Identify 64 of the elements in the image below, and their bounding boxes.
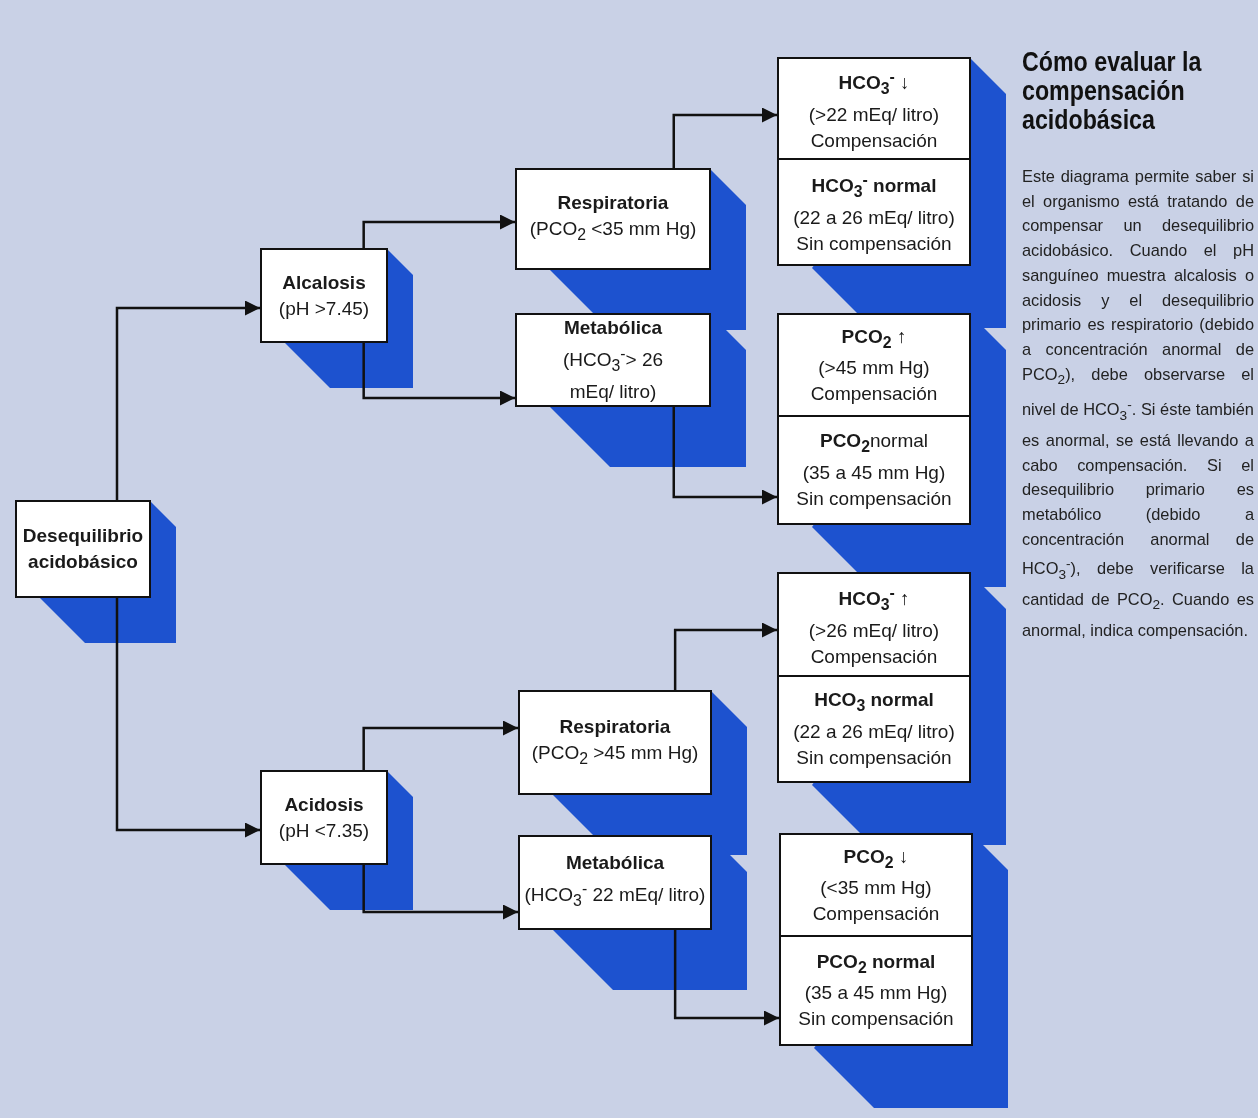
arrow — [115, 598, 260, 838]
flow-box — [515, 168, 711, 270]
flow-box — [518, 690, 712, 795]
box-heading: HCO$_{3}$$^{-}$ ↓ — [838, 66, 910, 100]
arrow — [672, 407, 777, 505]
box-heading: Acidosis — [284, 792, 364, 817]
box-text: (35 a 45 mm Hg) — [802, 460, 946, 485]
box-heading: Metabólica — [562, 315, 664, 340]
box-heading: PCO$_{2}$ ↑ — [841, 324, 907, 353]
flow-box — [260, 248, 388, 343]
box-heading: PCO$_{2}$normal — [819, 429, 929, 457]
flow-box — [779, 935, 973, 1046]
box-heading: Desequilibrio acidobásico — [21, 524, 145, 574]
flow-box — [777, 313, 971, 418]
box-heading: Respiratoria — [559, 714, 671, 739]
box-text: (pH <7.35) — [278, 818, 370, 843]
box-heading: PCO$_{2}$ normal — [816, 949, 936, 978]
box-heading: HCO$_{3}$$^{-}$ ↑ — [838, 582, 910, 616]
arrow — [362, 865, 518, 920]
box-text: (>45 mm Hg) — [818, 356, 930, 381]
flow-box — [777, 57, 971, 161]
box-text: Compensación — [812, 902, 940, 927]
flow-box — [777, 675, 971, 783]
description-paragraph: Este diagrama permite saber si el organismo está tratando de compensar un desequilibrio acidobásico. Cuando el pH sanguíneo muestra alcalosis o acidosis y el desequilibrio primario es respiratorio (debido a concentración anormal de PCO$_{2}$), debe observarse el nivel de HCO$_{3}$$^{-}$. Si éste también es anormal, se está llevando a cabo compensación. Si el desequilibrio primario es metabólico (debido a concentración anormal de HCO$_{3}$$^{-}$), debe verificarse la cantidad de PCO$_{2}$. Cuando es anormal, indica compensación. — [1022, 166, 1254, 641]
box-text: Sin compensación — [796, 486, 952, 511]
box-text: Sin compensación — [796, 745, 952, 770]
flow-box — [515, 313, 711, 407]
box-text: Compensación — [810, 129, 938, 154]
box-heading: HCO$_{3}$$^{-}$ normal — [811, 169, 937, 203]
arrow — [362, 720, 518, 770]
box-text: Compensación — [810, 645, 938, 670]
box-text: (22 a 26 mEq/ litro) — [793, 719, 955, 744]
arrow — [672, 107, 777, 168]
box-text: Compensación — [810, 382, 938, 407]
arrow — [115, 300, 260, 500]
box-text: (>26 mEq/ litro) — [808, 619, 940, 644]
flow-box — [260, 770, 388, 865]
box-text: Sin compensación — [798, 1007, 954, 1032]
box-text: (>22 mEq/ litro) — [808, 103, 940, 128]
box-text: (HCO$_{3}$$^{-}$ 22 mEq/ litro) — [524, 879, 706, 912]
flow-box — [777, 572, 971, 678]
arrow — [673, 622, 777, 690]
flow-box — [777, 158, 971, 266]
box-heading: Metabólica — [565, 851, 665, 876]
box-text: (35 a 45 mm Hg) — [804, 981, 948, 1006]
box-heading: PCO$_{2}$ ↓ — [843, 844, 909, 873]
box-text: (pH >7.45) — [278, 296, 370, 321]
box-text: (<35 mm Hg) — [820, 876, 932, 901]
heading: Cómo evaluar la compensación acidobásica — [1022, 48, 1203, 135]
flow-box — [15, 500, 151, 598]
box-heading: HCO$_{3}$ normal — [814, 688, 934, 716]
box-text: (22 a 26 mEq/ litro) — [793, 206, 955, 231]
box-text: (PCO$_{2}$ >45 mm Hg) — [531, 740, 699, 769]
arrow — [362, 214, 515, 248]
arrow — [362, 343, 515, 406]
box-text: (HCO$_{3}$$^{-}$> 26 mEq/ litro) — [561, 343, 665, 405]
flow-box — [777, 415, 971, 525]
box-heading: Alcalosis — [282, 270, 366, 295]
arrow — [673, 930, 779, 1026]
box-text: (PCO$_{2}$ <35 mm Hg) — [529, 217, 697, 245]
flow-box — [518, 835, 712, 930]
box-heading: Respiratoria — [557, 191, 669, 216]
box-text: Sin compensación — [796, 232, 952, 257]
flow-box — [779, 833, 973, 938]
